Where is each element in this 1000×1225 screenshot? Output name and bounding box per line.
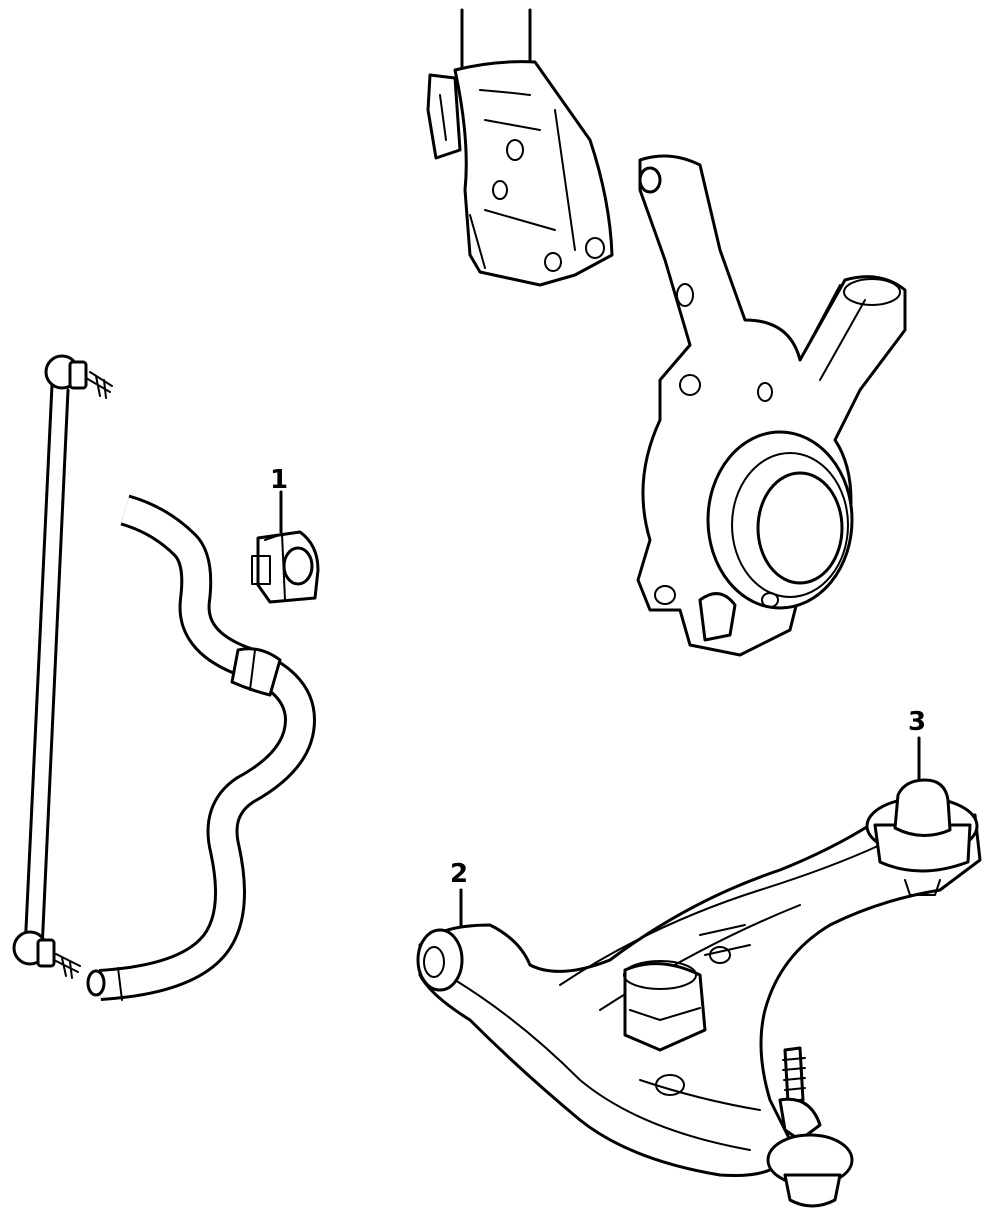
callout-1-number: 1 [270,465,288,495]
stabilizer-bushing [251,490,320,604]
callout-3: 3 [908,707,926,782]
stabilizer-link [12,354,113,979]
callout-2-number: 2 [450,859,468,889]
stabilizer-bar [86,494,316,1001]
ball-joint [766,1046,854,1208]
callout-3-number: 3 [908,707,926,737]
callout-1: 1 [270,465,288,495]
callout-2: 2 [450,859,468,927]
lower-control-arm [416,778,982,1178]
steering-knuckle [636,154,907,657]
strut-housing [426,8,614,287]
